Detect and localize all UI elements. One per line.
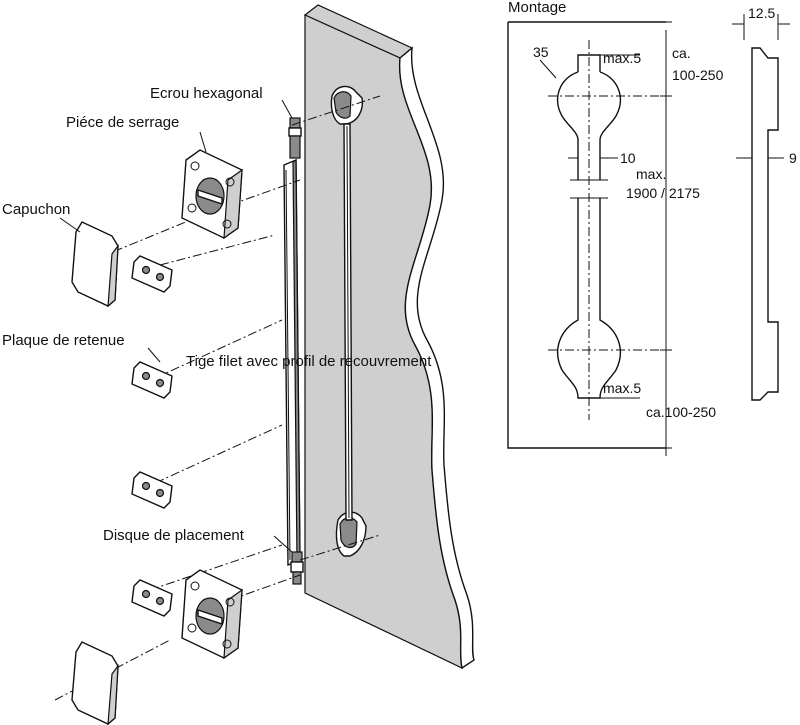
label-threaded-rod: Tige filet avec profil de recouvrement	[186, 353, 432, 370]
callout-leaders	[59, 99, 293, 553]
threaded-rod	[283, 117, 304, 585]
label-clamping-piece: Piéce de serrage	[66, 114, 179, 131]
dim-10: 10	[620, 150, 636, 166]
montage-title: Montage	[508, 0, 566, 16]
dim-ca-top-1: ca.	[672, 45, 691, 61]
placement-disc	[131, 579, 173, 617]
dim-max5-bottom: max.5	[603, 380, 641, 396]
clamping-piece-top	[181, 149, 243, 240]
retaining-plate-3	[131, 471, 173, 509]
label-retaining-plate: Plaque de retenue	[2, 332, 125, 349]
clamping-piece-bottom	[181, 569, 243, 660]
door-panel	[303, 4, 475, 670]
cap-top	[71, 221, 119, 308]
dim-35: 35	[533, 44, 549, 60]
dim-max-1: max.	[636, 166, 666, 182]
side-profile	[732, 14, 790, 401]
dim-ca-bottom: ca.100-250	[646, 404, 716, 420]
cap-bottom	[71, 641, 119, 725]
dim-12-5: 12.5	[748, 5, 775, 21]
label-cap: Capuchon	[2, 201, 70, 218]
dim-max-2: 1900 / 2175	[626, 185, 700, 201]
dim-ca-top-2: 100-250	[672, 67, 724, 83]
dim-max5-top: max.5	[603, 50, 641, 66]
dim-9: 9	[789, 150, 797, 166]
retaining-plate-2	[131, 361, 173, 399]
retaining-plate-1	[131, 255, 173, 293]
label-hex-nut: Ecrou hexagonal	[150, 85, 263, 102]
mounting-drawing	[507, 21, 672, 456]
label-placement-disc: Disque de placement	[103, 527, 245, 544]
